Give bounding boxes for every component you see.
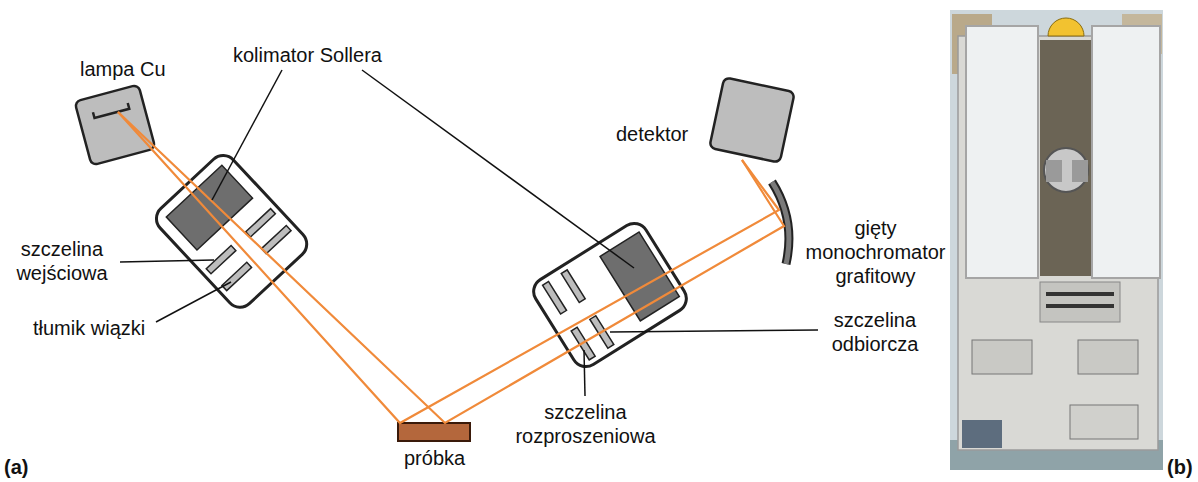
slit-blade xyxy=(561,270,585,303)
detector-housing xyxy=(709,77,794,162)
photo-control-strip xyxy=(1046,304,1114,308)
leader-line xyxy=(120,260,214,262)
part-label: szczelina odbiorcza xyxy=(820,308,930,356)
photo-module xyxy=(972,340,1032,374)
part-label: lampa Cu xyxy=(80,57,166,81)
photo-wall xyxy=(950,10,1163,470)
part-label: detektor xyxy=(616,122,688,146)
leader-line xyxy=(584,350,585,396)
part-label: próbka xyxy=(404,446,465,470)
slit-blade xyxy=(543,282,567,315)
x-ray-beam xyxy=(118,112,784,423)
leader-lines xyxy=(120,70,818,396)
photo-pump xyxy=(962,420,1002,448)
photo-door xyxy=(966,26,1038,278)
monochromator-outline xyxy=(772,182,789,264)
sample-plate xyxy=(398,423,470,441)
photo-module xyxy=(1070,405,1138,439)
tube-housing xyxy=(75,85,156,166)
panel-letter: (b) xyxy=(1167,455,1193,479)
graphite-monochromator xyxy=(772,182,789,264)
x-ray-beam xyxy=(118,112,779,423)
detector-symbol xyxy=(709,77,794,162)
leader-line xyxy=(610,330,818,332)
leader-line xyxy=(362,70,634,268)
part-label: gięty monochromator grafitowy xyxy=(803,216,948,288)
slit-blade xyxy=(246,209,276,237)
photo-interior xyxy=(1040,40,1092,276)
leader-line xyxy=(156,282,231,322)
photo-module xyxy=(1078,340,1138,374)
instrument-photo xyxy=(950,10,1163,470)
x-ray-tube xyxy=(75,85,156,166)
attenuator-blade xyxy=(261,225,291,253)
part-label: kolimator Sollera xyxy=(233,43,382,67)
photo-control-strip xyxy=(1046,292,1114,296)
photo-door xyxy=(1092,26,1160,278)
x-ray-beams xyxy=(118,112,784,423)
photo-goniometer xyxy=(1044,148,1088,192)
cathode-symbol xyxy=(93,103,129,118)
photo-detector xyxy=(1072,160,1088,182)
soller-collimator xyxy=(600,232,679,321)
photo-tube xyxy=(1046,160,1062,182)
leader-line xyxy=(212,70,282,200)
part-label: szczelina rozproszeniowa xyxy=(513,400,658,448)
photo-warning-lamp xyxy=(1048,18,1084,36)
panel-letter: (a) xyxy=(4,455,28,479)
part-label: szczelina wejściowa xyxy=(4,237,120,285)
attenuator-blade xyxy=(222,262,252,290)
part-label: tłumik wiązki xyxy=(33,316,145,340)
photo-control-panel xyxy=(1040,282,1120,322)
